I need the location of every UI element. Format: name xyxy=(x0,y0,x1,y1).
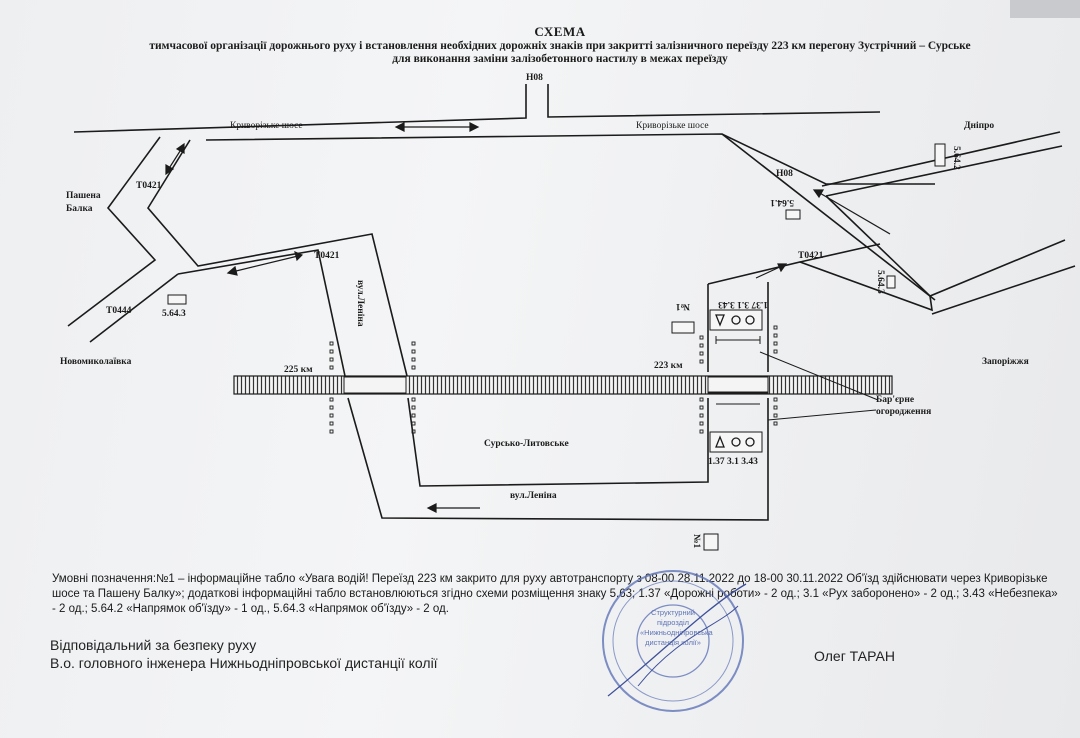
signer-name: Олег ТАРАН xyxy=(814,648,895,664)
label-road-left: Криворізьке шосе xyxy=(230,121,303,131)
label-sign-no1-top: №1 xyxy=(675,301,690,311)
label-sign-no1-bottom: №1 xyxy=(691,534,701,549)
label-t0421-right: Т0421 xyxy=(798,251,824,261)
label-signs-bottom: 1.37 3.1 3.43 xyxy=(708,457,758,467)
sign-symbols xyxy=(715,314,755,448)
sign-box-5643-right xyxy=(886,275,896,289)
label-signs-top: 1.37 3.1 3.43 xyxy=(718,299,768,309)
label-sign-5641: 5.64.1 xyxy=(770,197,794,207)
sign-symbol-warning-bottom xyxy=(715,435,725,448)
label-sign-5643-right: 5.64.3 xyxy=(875,270,885,294)
road-loop-inner xyxy=(407,397,709,487)
crossing-225 xyxy=(343,376,407,394)
legend-text: Умовні позначення:№1 – інформаційне табл… xyxy=(52,573,1058,615)
barrier-markers xyxy=(329,325,778,434)
stamp-inner-text: Структурний підрозділ «Нижньодніпровська… xyxy=(640,608,713,647)
label-t0421-upper: Т0421 xyxy=(136,181,162,191)
signature-stroke xyxy=(607,583,747,697)
sign-box-no1-bottom xyxy=(703,533,719,551)
scheme-title: СХЕМА xyxy=(534,24,586,39)
arrow-t0421-right xyxy=(755,265,783,279)
arrow-h08 xyxy=(817,191,891,235)
road-loop-outer xyxy=(347,397,769,521)
responsible-line-2: В.о. головного інженера Нижньодніпровськ… xyxy=(50,655,438,671)
closure-lines xyxy=(708,336,879,421)
label-balka: Балка xyxy=(66,204,93,214)
direction-arrows xyxy=(165,122,891,513)
road-kryvorizke-upper-right xyxy=(547,84,881,118)
label-km223: 223 км xyxy=(654,361,683,371)
label-h08-right: Н08 xyxy=(776,169,793,179)
road-lines xyxy=(67,84,1076,521)
label-t0421-mid: Т0421 xyxy=(314,251,340,261)
label-t0444: Т0444 xyxy=(106,306,132,316)
road-dnipro-lower xyxy=(825,145,1063,197)
label-barrier-2: огородження xyxy=(876,407,931,417)
label-pashena: Пашена xyxy=(66,191,101,201)
road-t0421-right-mid xyxy=(799,243,881,263)
road-h08-upper xyxy=(721,133,936,301)
responsible-block: Відповідальний за безпеку руху В.о. голо… xyxy=(50,636,438,672)
road-lenina-left xyxy=(177,249,349,391)
label-lenina-bottom: вул.Леніна xyxy=(510,490,557,501)
sign-box-5641 xyxy=(785,209,801,220)
label-road-right: Криворізьке шосе xyxy=(636,121,709,131)
double-arrow-t0421 xyxy=(231,255,299,273)
scheme-subtitle-2: для виконання заміни залізобетонного нас… xyxy=(392,53,728,65)
label-sign-5643-left: 5.64.3 xyxy=(162,309,186,319)
sign-box-5643-left xyxy=(167,294,187,305)
sign-boxes xyxy=(167,143,946,551)
road-t0421-left-inner xyxy=(147,139,409,381)
label-novomykolaivka: Новомиколаївка xyxy=(60,357,132,367)
label-surske: Сурсько-Литовське xyxy=(484,439,569,449)
road-kryvorizke-lower xyxy=(205,133,935,185)
sign-symbol-warning-top xyxy=(715,314,725,327)
label-km225: 225 км xyxy=(284,365,313,375)
double-arrow-left xyxy=(167,147,183,171)
label-sign-5642: 5.64.2 xyxy=(951,146,961,170)
label-zaporizhzhia: Запоріжжя xyxy=(982,356,1029,367)
scheme-subtitle: тимчасової організації дорожнього руху і… xyxy=(149,40,971,52)
page-background-corner xyxy=(1010,0,1080,18)
road-t0444 xyxy=(89,273,179,343)
title-block: СХЕМА тимчасової організації дорожнього … xyxy=(0,24,1080,66)
railway-track xyxy=(233,375,893,395)
label-lenina-vertical: вул.Леніна xyxy=(355,280,366,327)
road-zaporizhzhia-lower xyxy=(931,265,1076,315)
label-barrier-1: Бар'єрне xyxy=(876,395,914,405)
road-t0421-left-outer xyxy=(67,136,161,327)
crossing-223 xyxy=(707,376,769,394)
road-t0421-right xyxy=(707,261,933,312)
road-kryvorizke-upper-left xyxy=(73,84,527,133)
label-dnipro: Дніпро xyxy=(964,120,994,131)
responsible-line-1: Відповідальний за безпеку руху xyxy=(50,637,257,653)
label-h08-top: Н08 xyxy=(526,73,543,83)
signature-stroke-2 xyxy=(637,605,739,687)
sign-box-no1-top xyxy=(671,321,695,334)
official-stamp xyxy=(602,570,747,712)
sign-box-5642 xyxy=(934,143,946,167)
